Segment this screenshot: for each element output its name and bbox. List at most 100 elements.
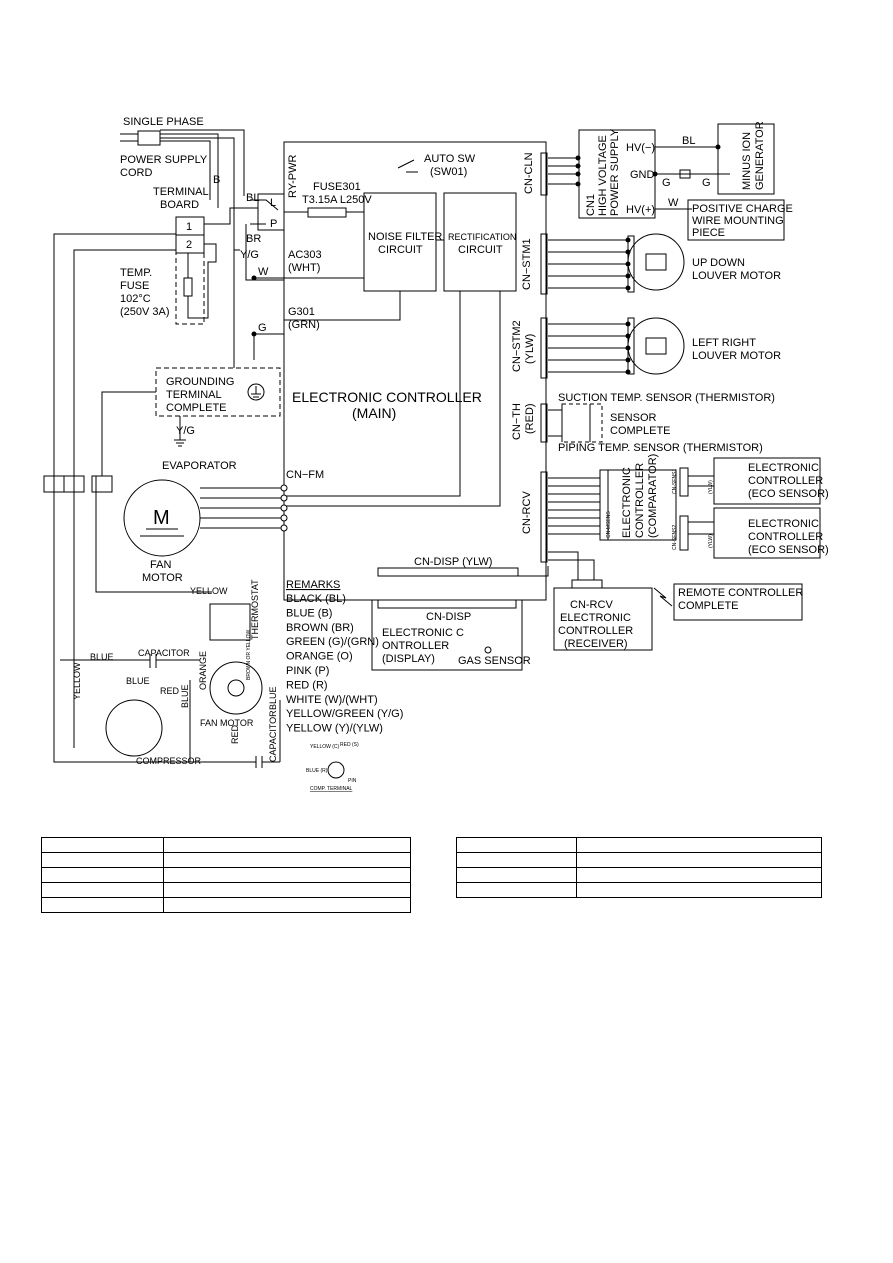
cn-th-red-label: (RED) (524, 403, 536, 434)
terminal-board-label: TERMINAL (153, 186, 209, 198)
orange-vertical-label: ORANGE (198, 651, 208, 690)
single-phase-label: SINGLE PHASE (123, 116, 204, 128)
eco2-label-2: CONTROLLER (748, 531, 823, 543)
fan-motor-small-label: FAN MOTOR (200, 718, 254, 728)
thermostat-label: THERMOSTAT (250, 579, 260, 640)
remarks-list: BLACK (BL)BLUE (B)BROWN (BR)GREEN (G)/(G… (286, 593, 403, 735)
table-cell (455, 882, 578, 898)
wire-yg-label: Y/G (240, 249, 259, 261)
brown-yellow-label: BROWN OR YELLOW (246, 630, 252, 680)
table-cell (455, 852, 578, 868)
pos-charge-label-2: WIRE MOUNTING (692, 215, 784, 227)
blue-r-label: BLUE (R) (306, 768, 328, 774)
table-row (41, 837, 412, 853)
remarks-item: ORANGE (O) (286, 651, 353, 663)
hv-plus-label: HV(+) (626, 204, 655, 216)
remarks-heading: REMARKS (286, 579, 340, 591)
table-cell (162, 897, 412, 913)
ec-main-label-2: (MAIN) (352, 405, 396, 421)
table-left (41, 837, 412, 913)
red-vertical-label: RED (230, 724, 240, 744)
remote-label-2: COMPLETE (678, 600, 739, 612)
blue-wire-label: BLUE (90, 652, 114, 662)
cn1-label: CN1 (585, 194, 597, 216)
rectification-label-2: CIRCUIT (458, 244, 503, 256)
rectification-label: RECTIFICATION (448, 232, 516, 242)
remarks-item: YELLOW (Y)/(YLW) (286, 723, 383, 735)
red-s-label: RED (S) (340, 742, 359, 748)
wire-br-label: BR (246, 233, 261, 245)
yellow-vertical-label: YELLOW (72, 662, 82, 700)
cord-label: CORD (120, 167, 152, 179)
gas-sensor-label: GAS SENSOR (458, 655, 531, 667)
suction-sensor-label: SUCTION TEMP. SENSOR (THERMISTOR) (558, 392, 775, 404)
table-cell (41, 837, 164, 853)
gnd-g-label-2: G (702, 177, 711, 189)
rcv-label-4: (RECEIVER) (564, 638, 628, 650)
rcv-label: CN-RCV (570, 599, 613, 611)
hv-label-2: POWER SUPPLY (609, 128, 621, 216)
table-cell (41, 852, 164, 868)
rcv-label-2: ELECTRONIC (560, 612, 631, 624)
remarks-item: RED (R) (286, 679, 328, 691)
table-cell (576, 852, 822, 868)
remote-label: REMOTE CONTROLLER (678, 587, 803, 599)
table-row (41, 882, 412, 898)
remarks-item: PINK (P) (286, 665, 329, 677)
fuse-rating-label: T3.15A L250V (302, 194, 372, 206)
table-right (455, 837, 822, 898)
terminal-board-label-2: BOARD (160, 199, 199, 211)
cn-sens2-label: CN-SENS2 (672, 524, 678, 550)
auto-sw-label: AUTO SW (424, 153, 476, 165)
table-cell (41, 867, 164, 883)
sensor-complete-label-2: COMPLETE (610, 425, 671, 437)
blue-vertical-label-2: BLUE (268, 686, 278, 710)
cn-msens-label: CN-MSENS (606, 511, 612, 538)
fan-motor-label-2: MOTOR (142, 572, 183, 584)
remarks-item: BLACK (BL) (286, 593, 346, 605)
rectification-box (443, 192, 517, 292)
disp-label-2: ONTROLLER (382, 640, 449, 652)
noise-filter-label: NOISE FILTER (368, 231, 442, 243)
temp-fuse-rating: (250V 3A) (120, 306, 170, 318)
table-cell (576, 837, 822, 853)
rcv-label-3: CONTROLLER (558, 625, 633, 637)
eco1-label-3: (ECO SENSOR) (748, 488, 829, 500)
cn-cln-label: CN-CLN (523, 152, 535, 194)
up-down-label-2: LOUVER MOTOR (692, 270, 781, 282)
cn-fm-label: CN−FM (286, 469, 324, 481)
eco2-label-3: (ECO SENSOR) (748, 544, 829, 556)
pos-charge-label-3: PIECE (692, 227, 725, 239)
table-row (455, 837, 822, 853)
temp-fuse-label-2: FUSE (120, 280, 149, 292)
table-cell (41, 882, 164, 898)
remarks-item: BROWN (BR) (286, 622, 354, 634)
table-row (41, 897, 412, 913)
minus-ion-label-2: GENERATOR (754, 121, 766, 190)
left-right-label-2: LOUVER MOTOR (692, 350, 781, 362)
remarks-item: WHITE (W)/(WHT) (286, 694, 378, 706)
noise-filter-label-2: CIRCUIT (378, 244, 423, 256)
table-row (41, 852, 412, 868)
tb-2-label: 2 (186, 239, 192, 251)
grounding-label-3: COMPLETE (166, 402, 227, 414)
wire-bl-label: BL (246, 192, 259, 204)
table-cell (162, 852, 412, 868)
capacitor-vertical-label: CAPACITOR (268, 710, 278, 762)
ry-pwr-label: RY-PWR (287, 155, 299, 198)
disp-label-3: (DISPLAY) (382, 653, 435, 665)
evaporator-label: EVAPORATOR (162, 460, 237, 472)
comparator-label: ELECTRONIC (621, 467, 633, 538)
remarks-item: GREEN (G)/(GRN) (286, 636, 379, 648)
red-wire-label: RED (160, 686, 180, 696)
relay-l-label: L (270, 197, 276, 209)
yellow-wire-label: YELLOW (190, 586, 228, 596)
hv-label: HIGH VOLTAGE (597, 135, 609, 216)
comp-terminal-label: COMP. TERMINAL (310, 786, 353, 792)
table-cell (162, 837, 412, 853)
evap-yg-label: Y/G (176, 425, 195, 437)
grounding-label: GROUNDING (166, 376, 234, 388)
left-right-label: LEFT RIGHT (692, 337, 756, 349)
wire-w-label: W (258, 266, 269, 278)
remarks-item: YELLOW/GREEN (Y/G) (286, 708, 403, 720)
